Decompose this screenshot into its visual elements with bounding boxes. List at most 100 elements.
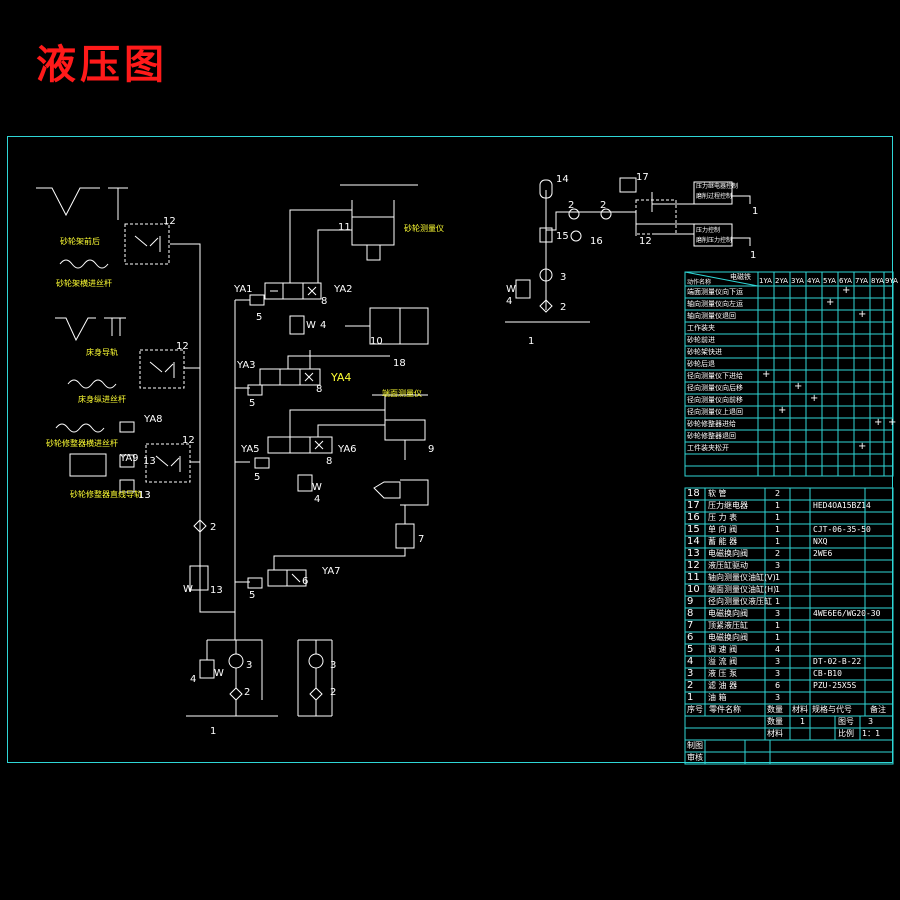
tb-checked-by: 审核 [687,753,703,762]
parts-cell-no: 10 [687,584,700,595]
label-6: 6 [302,576,309,587]
label-7: 7 [418,534,425,545]
text-wheel-rail: 砂轮修整器直线导轨 [70,490,142,499]
pressure-leads [732,195,751,246]
parts-cell-no: 2 [687,680,694,691]
label-8a: 8 [321,296,328,307]
label-4b: 4 [190,674,197,685]
cylinder-11 [351,216,395,246]
label-3a: 3 [246,660,253,671]
label-2b: 2 [244,687,251,698]
tailstock [373,479,429,506]
label-ya6: YA6 [338,444,357,455]
tb-scale-label: 比例 [838,729,854,738]
label-4a: 4 [320,320,327,331]
label-w1: W [183,584,193,595]
action-col-4ya: 4YA [807,277,820,285]
valve-12-a [124,223,170,265]
check-valve-15 [539,227,553,243]
label-w2: W [306,320,316,331]
dresser-block [69,453,107,477]
action-col-9ya: 9YA [885,277,898,285]
label-ya4: YA4 [331,371,352,384]
throttle-5-a [249,294,265,306]
label-17: 17 [636,172,649,183]
parts-list-grid [684,487,894,765]
screw-sketch-a [59,259,109,269]
label-2e: 2 [600,200,607,211]
action-header-sub: 动作名称 [687,279,712,286]
label-5c: 5 [254,472,261,483]
action-col-8ya: 8YA [871,277,884,285]
action-row-name: 轴向测量仪向左运 [687,300,743,308]
grinder-sketch [36,187,128,220]
parts-cell-spec: NXQ [813,537,828,546]
parts-cell-name: 软 管 [708,489,727,498]
parts-cell-no: 14 [687,536,700,547]
valve-13-a [119,454,135,468]
parts-cell-no: 5 [687,644,694,655]
action-row-name: 工件装夹松开 [687,444,729,452]
label-3c: 3 [560,272,567,283]
pump-3-c [539,268,553,282]
label-4c: 4 [314,494,321,505]
label-8b: 8 [316,384,323,395]
action-mark-plus: + [888,417,897,428]
action-col-2ya: 2YA [775,277,788,285]
text-pressure-b: 磨削过程控制 [696,193,733,200]
parts-cell-name: 单 向 阀 [708,525,738,534]
cyl-9-lines [289,409,385,437]
solenoid-ya8 [119,421,135,433]
parts-header-qty: 数量 [767,705,783,714]
parts-cell-no: 15 [687,524,700,535]
parts-cell-no: 17 [687,500,700,511]
label-1-side-b: 1 [750,250,757,261]
relief-4-a [289,315,305,335]
text-grinder-feed: 砂轮架前后 [60,237,100,246]
valve-13-b [119,479,135,493]
label-13c: 13 [210,585,223,596]
center-line [234,299,250,640]
parts-cell-spec: CJT-06-35-50 [813,525,871,534]
valve-12-c-symbol [155,455,181,472]
valve-12-c [145,443,191,483]
action-col-1ya: 1YA [759,277,772,285]
tb-drawing-no-value: 3 [868,717,874,726]
label-5d: 5 [249,590,256,601]
label-14: 14 [556,174,569,185]
parts-cell-qty: 1 [775,621,781,630]
label-w5: W [506,284,516,295]
tb-scale-value: 1：1 [862,729,881,738]
action-row-name: 径向测量仪向后移 [687,384,743,392]
pressure-relay-17 [619,177,637,193]
label-ya7: YA7 [322,566,341,577]
filter-2-r1 [568,208,580,220]
label-4d: 4 [506,296,513,307]
parts-cell-spec: 2WE6 [813,549,833,558]
parts-cell-name: 压 力 表 [708,513,738,522]
pump-lines [206,639,333,716]
text-wheel-screw: 砂轮修整器横进丝杆 [46,439,118,448]
parts-cell-spec: PZU-25X5S [813,681,857,690]
label-11: 11 [338,222,351,233]
parts-cell-name: 油 箱 [708,693,727,702]
parts-cell-name: 溢 流 阀 [708,657,738,666]
tb-material-label: 材料 [767,729,783,738]
accumulator-14 [539,179,553,199]
parts-cell-name: 顶紧液压缸 [708,621,748,630]
label-2d: 2 [568,200,575,211]
parts-cell-name: 滤 油 器 [708,681,738,690]
throttle-5-d [247,577,263,589]
label-2a: 2 [210,522,217,533]
action-col-5ya: 5YA [823,277,836,285]
valve-12-b [139,349,185,389]
parts-cell-no: 18 [687,488,700,499]
parts-cell-name: 压力继电器 [708,501,748,510]
text-pressure-d: 磨削压力控制 [696,237,733,244]
parts-header-name: 零件名称 [709,705,741,714]
valve-12-a-symbol [134,235,161,252]
cylinder-10-rod [345,308,401,344]
parts-cell-qty: 1 [775,513,781,522]
parts-cell-no: 6 [687,632,694,643]
parts-cell-qty: 3 [775,693,781,702]
